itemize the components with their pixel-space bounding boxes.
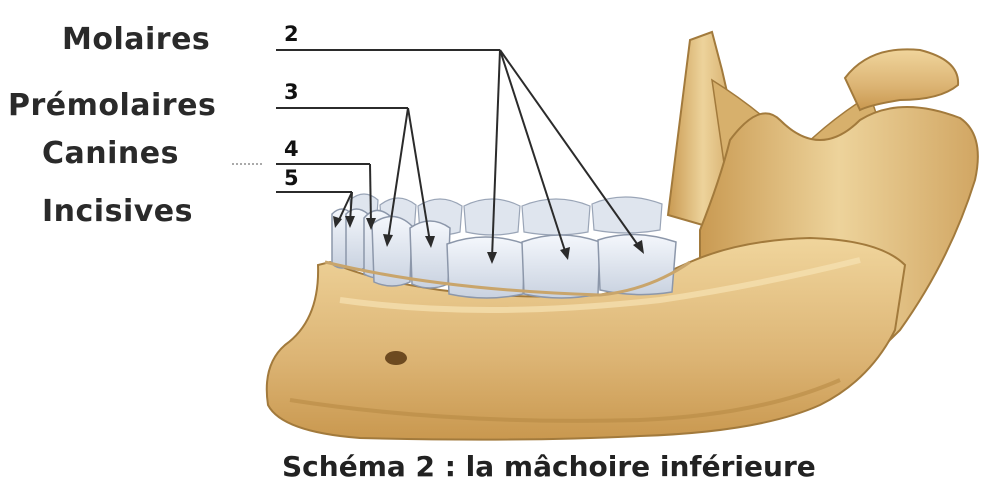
number-canines: 4 [284, 137, 299, 161]
molar-tooth [522, 235, 600, 298]
condyle [845, 49, 958, 110]
number-molaires: 2 [284, 22, 299, 46]
mental-foramen [385, 351, 407, 365]
label-canines: Canines [42, 136, 179, 171]
label-molaires: Molaires [62, 22, 210, 57]
number-incisives: 5 [284, 166, 299, 190]
label-premolaires: Prémolaires [8, 88, 216, 123]
number-premolaires: 3 [284, 80, 299, 104]
label-incisives: Incisives [42, 194, 193, 229]
figure-caption: Schéma 2 : la mâchoire inférieure [282, 450, 816, 483]
premolar-tooth [410, 221, 450, 288]
